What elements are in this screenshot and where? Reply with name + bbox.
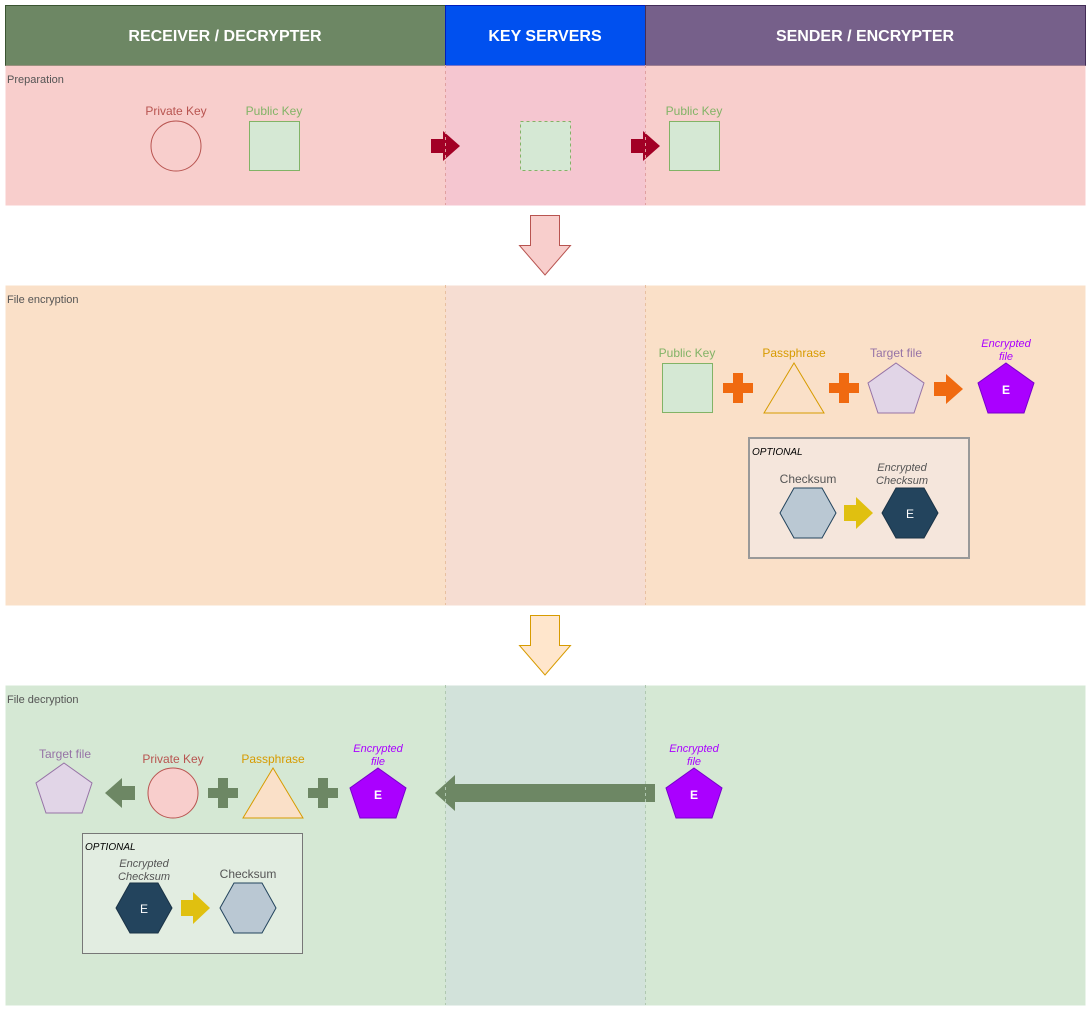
lane-decryption-title: File decryption [7,694,79,706]
lane-decryption-keyserver-cell [445,685,646,1006]
sent-encrypted-file-mark: E [690,788,698,802]
lane-decryption: File decryption Target file Private Key … [5,685,1086,1006]
target-file-icon [867,362,925,414]
optional-label: OPTIONAL [752,447,803,458]
dec-encrypted-checksum-mark: E [140,902,148,916]
private-key-label: Private Key [145,104,206,118]
enc-encrypted-file-label-1: Encrypted [981,338,1031,350]
dec-private-key-icon [147,767,199,819]
dec-private-key-label: Private Key [142,752,203,766]
encrypted-checksum-mark: E [906,507,914,521]
decrypt-arrow-icon [105,778,135,808]
dec-passphrase-label: Passphrase [241,752,305,766]
sent-encrypted-file-label-2: file [687,756,701,768]
dec-encrypted-checksum-label-2: Checksum [118,871,170,883]
receiver-header-label: RECEIVER / DECRYPTER [128,28,322,45]
dec-encrypted-checksum-label-1: Encrypted [119,858,169,870]
plus-icon [723,373,753,403]
enc-passphrase-label: Passphrase [762,346,826,360]
checksum-arrow-icon [844,497,873,529]
transfer-arrow-icon [435,775,655,811]
enc-checksum-label: Checksum [780,472,837,486]
keyservers-header [445,5,646,66]
sent-encrypted-file-icon [665,767,723,819]
down-arrow-icon [518,615,572,676]
down-arrow-icon [518,215,572,276]
enc-encrypted-file-label-2: file [999,351,1013,363]
dec-optional-label: OPTIONAL [85,842,136,853]
public-key-icon [249,121,300,171]
dec-checksum-label: Checksum [220,867,277,881]
encrypted-file-mark: E [1002,383,1010,397]
enc-encrypted-checksum-label-1: Encrypted [877,462,927,474]
decrypted-file-icon [35,762,93,814]
published-key-icon [520,121,571,171]
plus-icon [308,778,338,808]
dec-target-file-label: Target file [39,747,91,761]
plus-icon [829,373,859,403]
dec-encrypted-checksum-icon [115,882,173,934]
checksum-icon [779,487,837,539]
lane-encryption-keyserver-cell [445,285,646,606]
dec-encrypted-file-icon [349,767,407,819]
passphrase-icon [763,362,825,414]
lane-preparation-title: Preparation [7,74,64,86]
receiver-header [5,5,446,66]
dec-checksum-icon [219,882,277,934]
enc-public-key-icon [662,363,713,413]
optional-box [748,437,970,559]
public-key-label: Public Key [246,104,303,118]
sender-public-key-icon [669,121,720,171]
encrypt-arrow-icon [934,374,963,404]
encrypted-checksum-icon [881,487,939,539]
enc-public-key-label: Public Key [659,346,716,360]
lane-encryption: File encryption Public Key Passphrase Ta… [5,285,1086,606]
dec-encrypted-file-mark: E [374,788,382,802]
dec-encrypted-file-label-1: Encrypted [353,743,403,755]
sent-encrypted-file-label-1: Encrypted [669,743,719,755]
column-headers: RECEIVER / DECRYPTER KEY SERVERS SENDER … [5,5,1086,66]
column-separators [445,65,646,1005]
sender-public-key-label: Public Key [666,104,723,118]
keyservers-header-label: KEY SERVERS [488,28,602,45]
lane-preparation: Preparation Private Key Public Key Publi… [5,65,1086,206]
plus-icon [208,778,238,808]
sender-header-label: SENDER / ENCRYPTER [776,28,955,45]
dec-passphrase-icon [242,767,304,819]
sender-header [645,5,1086,66]
dec-encrypted-file-label-2: file [371,756,385,768]
enc-encrypted-checksum-label-2: Checksum [876,475,928,487]
enc-target-file-label: Target file [870,346,922,360]
private-key-icon [150,120,202,172]
lane-encryption-title: File encryption [7,294,79,306]
encrypted-file-icon [977,362,1035,414]
dec-checksum-arrow-icon [181,892,210,924]
